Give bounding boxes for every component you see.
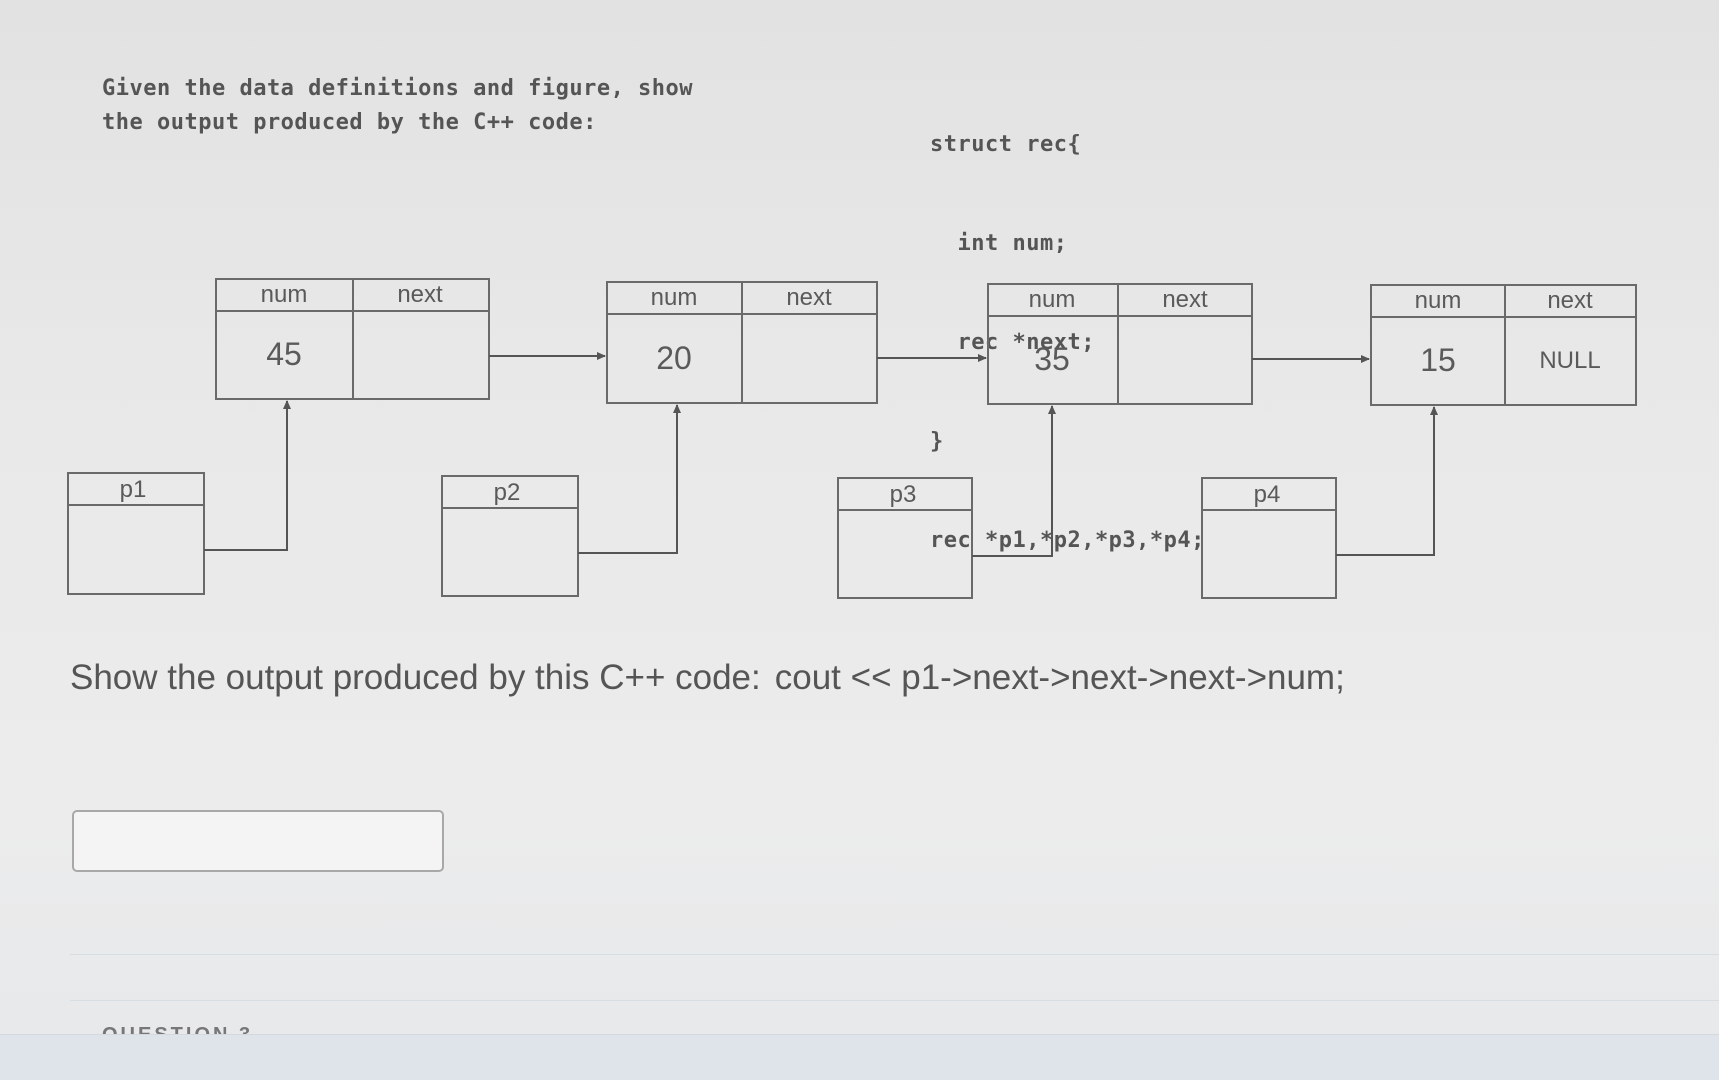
question-prompt: Show the output produced by this C++ cod… xyxy=(70,658,1345,698)
node-2-num-header: num xyxy=(651,284,698,311)
divider-line xyxy=(70,1000,1719,1001)
struct-definition: struct rec{ int num; rec *next; } rec *p… xyxy=(930,62,1205,590)
answer-input[interactable] xyxy=(72,810,444,872)
pointer-p3-label: p3 xyxy=(890,481,917,508)
question-text: Show the output produced by this C++ cod… xyxy=(70,658,761,697)
node-3-next-header: next xyxy=(1162,286,1208,313)
p4-arrow xyxy=(1336,406,1438,556)
node-1-num-value: 45 xyxy=(266,336,302,372)
question-intro: Given the data definitions and figure, s… xyxy=(102,72,822,140)
p2-arrow xyxy=(578,404,681,554)
pointer-p2-box xyxy=(441,475,579,597)
node-4-num-value: 15 xyxy=(1420,342,1456,378)
struct-line-4: } xyxy=(930,429,944,454)
struct-line-5: rec *p1,*p2,*p3,*p4; xyxy=(930,528,1205,553)
p1-arrow xyxy=(204,400,291,551)
intro-line-2: the output produced by the C++ code: xyxy=(102,110,597,135)
question-code: cout << p1->next->next->next->num; xyxy=(774,658,1345,697)
pointer-p4-box xyxy=(1201,477,1337,599)
node-2-num-value: 20 xyxy=(656,340,692,376)
node-4-next-header: next xyxy=(1547,287,1593,314)
node-1-next-header: next xyxy=(397,281,443,308)
node-1-num-header: num xyxy=(261,281,308,308)
node-4-next-value: NULL xyxy=(1539,347,1600,374)
struct-line-2: int num; xyxy=(930,231,1068,256)
node-3-num-value: 35 xyxy=(1034,341,1070,377)
pointer-p1-label: p1 xyxy=(120,476,147,503)
pointer-p3-box xyxy=(837,477,973,599)
node-3-box xyxy=(987,283,1253,405)
node-2-next-header: next xyxy=(786,284,832,311)
node-4-num-header: num xyxy=(1415,287,1462,314)
linked-list-diagram: num next 45 num next 20 num next 35 num … xyxy=(67,278,1637,599)
next-question-label: QUESTION 3 xyxy=(102,1024,254,1036)
p3-arrow xyxy=(972,405,1056,557)
pointer-p4-label: p4 xyxy=(1254,481,1281,508)
pointer-p2-label: p2 xyxy=(494,479,521,506)
intro-line-1: Given the data definitions and figure, s… xyxy=(102,76,694,101)
node-4-box xyxy=(1370,284,1637,406)
struct-line-1: struct rec{ xyxy=(930,132,1082,157)
struct-line-3: rec *next; xyxy=(930,330,1095,355)
pointer-p1-box xyxy=(67,472,205,595)
bottom-bar xyxy=(0,1034,1719,1080)
node-3-num-header: num xyxy=(1029,286,1076,313)
divider-line xyxy=(70,954,1719,955)
